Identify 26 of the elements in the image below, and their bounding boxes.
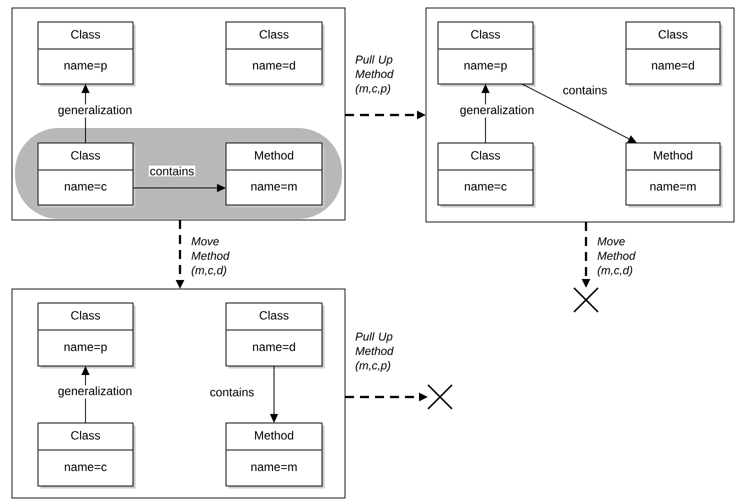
edge-label: contains bbox=[562, 84, 608, 96]
edge-label: contains bbox=[148, 166, 196, 176]
edge-label: Move Method (m,c,d) bbox=[192, 237, 230, 277]
edge-label: Pull Up Method (m,c,p) bbox=[356, 332, 394, 372]
frame-box bbox=[426, 8, 734, 222]
class-box: Class name=p bbox=[38, 22, 136, 86]
class-box: Class name=d bbox=[226, 22, 324, 86]
edge-label: contains bbox=[208, 386, 256, 398]
edge-label: generalization bbox=[56, 385, 134, 399]
class-box: Class name=p bbox=[438, 22, 536, 86]
class-box: Class name=c bbox=[438, 142, 536, 208]
class-box: Class name=d bbox=[626, 22, 722, 86]
class-box: Method name=m bbox=[626, 142, 722, 208]
edge-label: Pull Up Method (m,c,p) bbox=[356, 55, 394, 95]
class-box: Class name=c bbox=[38, 142, 136, 208]
class-box: Method name=m bbox=[226, 142, 324, 208]
class-box: Class name=c bbox=[38, 422, 136, 488]
frame-box bbox=[12, 8, 346, 220]
frame-box bbox=[12, 288, 346, 498]
cross-mark bbox=[573, 287, 599, 313]
edge-label: Move Method (m,c,d) bbox=[598, 237, 636, 277]
edge-label: generalization bbox=[56, 104, 134, 118]
cross-mark bbox=[427, 384, 453, 410]
class-box: Method name=m bbox=[226, 422, 324, 488]
class-box: Class name=d bbox=[226, 302, 324, 368]
edge-label: generalization bbox=[458, 104, 536, 118]
